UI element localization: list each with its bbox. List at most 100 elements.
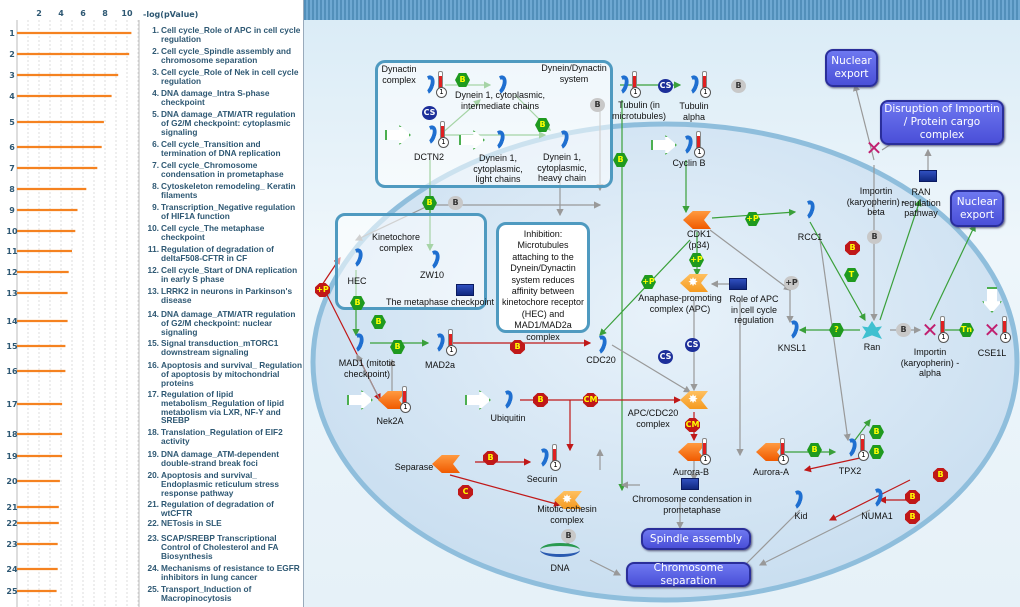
kinase-icon[interactable]	[378, 391, 406, 409]
node-label-apc[interactable]: Anaphase-promoting complex (APC)	[638, 293, 722, 314]
node-label-ran-reg[interactable]: RAN regulation pathway	[901, 187, 941, 218]
node-label-role-apc[interactable]: Role of APC in cell cycle regulation	[729, 294, 779, 325]
binding-mechanism-badge[interactable]: B	[613, 153, 628, 167]
node-label-knsl1[interactable]: KNSL1	[777, 343, 807, 353]
node-label-aurora-a[interactable]: Aurora-A	[752, 467, 789, 477]
binding-mechanism-badge[interactable]: B	[371, 315, 386, 329]
importin-icon[interactable]: ✕	[983, 318, 1001, 342]
importin-icon[interactable]: ✕	[921, 318, 939, 342]
complex-subunit-mechanism-badge[interactable]: CS	[658, 79, 673, 93]
node-label-apc-cdc20[interactable]: APC/CDC20 complex	[627, 408, 679, 429]
process-nuclear-export[interactable]: Nuclear export	[825, 49, 878, 87]
node-label-tubulin-alpha[interactable]: Tubulin alpha	[679, 101, 709, 122]
node-label-importin-beta[interactable]: Importin (karyopherin) -beta	[846, 186, 906, 217]
cleavage-mechanism-badge[interactable]: C	[458, 485, 473, 499]
node-label-cyclin-b[interactable]: Cyclin B	[672, 158, 706, 168]
generic-entity-icon[interactable]	[729, 278, 747, 290]
binding-mechanism-badge[interactable]: B	[533, 393, 548, 407]
pathway-list-item[interactable]: 23.SCAP/SREBP Transcriptional Control of…	[139, 534, 303, 560]
binding-mechanism-badge[interactable]: B	[845, 241, 860, 255]
kinase-icon[interactable]	[756, 443, 784, 461]
pathway-list-item[interactable]: 21.Regulation of degradation of wtCFTR	[139, 500, 303, 518]
binding-mechanism-badge[interactable]: B	[510, 340, 525, 354]
binding-mechanism-badge[interactable]: B	[905, 510, 920, 524]
binding-mechanism-badge[interactable]: B	[455, 73, 470, 87]
node-label-mad1[interactable]: MAD1 (mitotic checkpoint)	[338, 358, 396, 379]
process-disruption-importin[interactable]: Disruption of Importin / Protein cargo c…	[880, 100, 1004, 145]
node-label-aurora-b[interactable]: Aurora-B	[672, 467, 709, 477]
binding-mechanism-badge[interactable]: B	[390, 340, 405, 354]
binding-mechanism-badge[interactable]: B	[869, 425, 884, 439]
phosphorylation-mechanism-badge[interactable]: +P	[689, 253, 704, 267]
pathway-list-item[interactable]: 13.LRRK2 in neurons in Parkinson's disea…	[139, 287, 303, 305]
process-nuclear-export-2[interactable]: Nuclear export	[950, 190, 1004, 227]
binding-mechanism-badge[interactable]: B	[561, 529, 576, 543]
binding-mechanism-badge[interactable]: B	[905, 490, 920, 504]
pathway-list-item[interactable]: 2.Cell cycle_Spindle assembly and chromo…	[139, 47, 303, 65]
complex-subunit-mechanism-badge[interactable]: CS	[422, 106, 437, 120]
pathway-list-item[interactable]: 10.Cell cycle_The metaphase checkpoint	[139, 224, 303, 242]
node-label-tubulin-mt[interactable]: Tubulin (in microtubules)	[611, 100, 667, 121]
covalent-modification-mechanism-badge[interactable]: CM	[583, 393, 598, 407]
node-label-mad2a[interactable]: MAD2a	[424, 360, 455, 370]
phosphorylation-mechanism-badge[interactable]: +P	[641, 275, 656, 289]
pathway-list-item[interactable]: 3.Cell cycle_Role of Nek in cell cycle r…	[139, 68, 303, 86]
node-label-numa1[interactable]: NUMA1	[861, 511, 893, 521]
pathway-list-item[interactable]: 22.NETosis in SLE	[139, 519, 303, 528]
node-label-cohesin[interactable]: Mitotic cohesin complex	[537, 504, 597, 525]
node-label-kid[interactable]: Kid	[794, 511, 808, 521]
kinase-icon[interactable]	[683, 211, 711, 229]
binding-mechanism-badge[interactable]: B	[590, 98, 605, 112]
phosphorylation-mechanism-badge[interactable]: +P	[315, 283, 330, 297]
binding-mechanism-badge[interactable]: B	[535, 118, 550, 132]
kinase-icon[interactable]	[432, 455, 460, 473]
complex-subunit-mechanism-badge[interactable]: CS	[685, 338, 700, 352]
node-label-dynactin-complex[interactable]: Dynactin complex	[381, 64, 417, 85]
pathway-list-item[interactable]: 19.DNA damage_ATM-dependent double-stran…	[139, 450, 303, 468]
pathway-list-item[interactable]: 20.Apoptosis and survival_ Endoplasmic r…	[139, 471, 303, 497]
node-label-separase[interactable]: Separase	[394, 462, 434, 472]
binding-mechanism-badge[interactable]: B	[869, 445, 884, 459]
covalent-modification-mechanism-badge[interactable]: CM	[685, 418, 700, 432]
node-label-dynein-hc[interactable]: Dynein 1, cytoplasmic, heavy chain	[537, 152, 587, 183]
unknown-effect-mechanism-badge[interactable]: ?	[829, 323, 844, 337]
node-label-metaphase-cp[interactable]: The metaphase checkpoint	[385, 297, 495, 307]
node-label-ubiquitin[interactable]: Ubiquitin	[490, 413, 526, 423]
node-label-zw10[interactable]: ZW10	[419, 270, 444, 280]
node-label-hec[interactable]: HEC	[347, 276, 367, 286]
pathway-list-item[interactable]: 1.Cell cycle_Role of APC in cell cycle r…	[139, 26, 303, 44]
node-label-cdk1[interactable]: CDK1 (p34)	[686, 229, 711, 250]
complex-icon[interactable]	[554, 491, 582, 509]
node-label-importin-alpha[interactable]: Importin (karyopherin) -alpha	[900, 347, 960, 378]
node-label-cse1l[interactable]: CSE1L	[977, 348, 1007, 358]
pathway-list-item[interactable]: 24.Mechanisms of resistance to EGFR inhi…	[139, 564, 303, 582]
binding-mechanism-badge[interactable]: B	[483, 451, 498, 465]
transport-mechanism-badge[interactable]: T	[844, 268, 859, 282]
binding-mechanism-badge[interactable]: B	[896, 323, 911, 337]
generic-entity-icon[interactable]	[919, 170, 937, 182]
pathway-list-item[interactable]: 9.Transcription_Negative regulation of H…	[139, 203, 303, 221]
pathway-list-item[interactable]: 4.DNA damage_Intra S-phase checkpoint	[139, 89, 303, 107]
pathway-list-item[interactable]: 8.Cytoskeleton remodeling_ Keratin filam…	[139, 182, 303, 200]
node-label-chrom-cond[interactable]: Chromosome condensation in prometaphase	[632, 494, 752, 515]
pathway-list-item[interactable]: 18.Translation_Regulation of EIF2 activi…	[139, 428, 303, 446]
binding-mechanism-badge[interactable]: B	[422, 196, 437, 210]
pathway-list-item[interactable]: 16.Apoptosis and survival_ Regulation of…	[139, 361, 303, 387]
node-label-nek2a[interactable]: Nek2A	[376, 416, 404, 426]
binding-mechanism-badge[interactable]: B	[350, 296, 365, 310]
node-label-dctn2[interactable]: DCTN2	[413, 152, 444, 162]
node-label-securin[interactable]: Securin	[526, 474, 558, 484]
node-label-cdc20[interactable]: CDC20	[586, 355, 616, 365]
node-label-ran[interactable]: Ran	[863, 342, 881, 352]
binding-mechanism-badge[interactable]: B	[867, 230, 882, 244]
binding-mechanism-badge[interactable]: B	[807, 443, 822, 457]
pathway-list-item[interactable]: 12.Cell cycle_Start of DNA replication i…	[139, 266, 303, 284]
process-chromosome-separation[interactable]: Chromosome separation	[626, 562, 751, 587]
node-label-dynein-ic[interactable]: Dynein 1, cytoplasmic, intermediate chai…	[454, 90, 546, 111]
generic-entity-icon[interactable]	[681, 478, 699, 490]
pathway-list-item[interactable]: 14.DNA damage_ATM/ATR regulation of G2/M…	[139, 310, 303, 336]
generic-entity-icon[interactable]	[456, 284, 474, 296]
node-label-dynein-lc[interactable]: Dynein 1, cytoplasmic, light chains	[473, 153, 523, 184]
phosphorylation-mechanism-badge[interactable]: +P	[784, 276, 799, 290]
process-spindle-assembly[interactable]: Spindle assembly	[641, 528, 751, 550]
